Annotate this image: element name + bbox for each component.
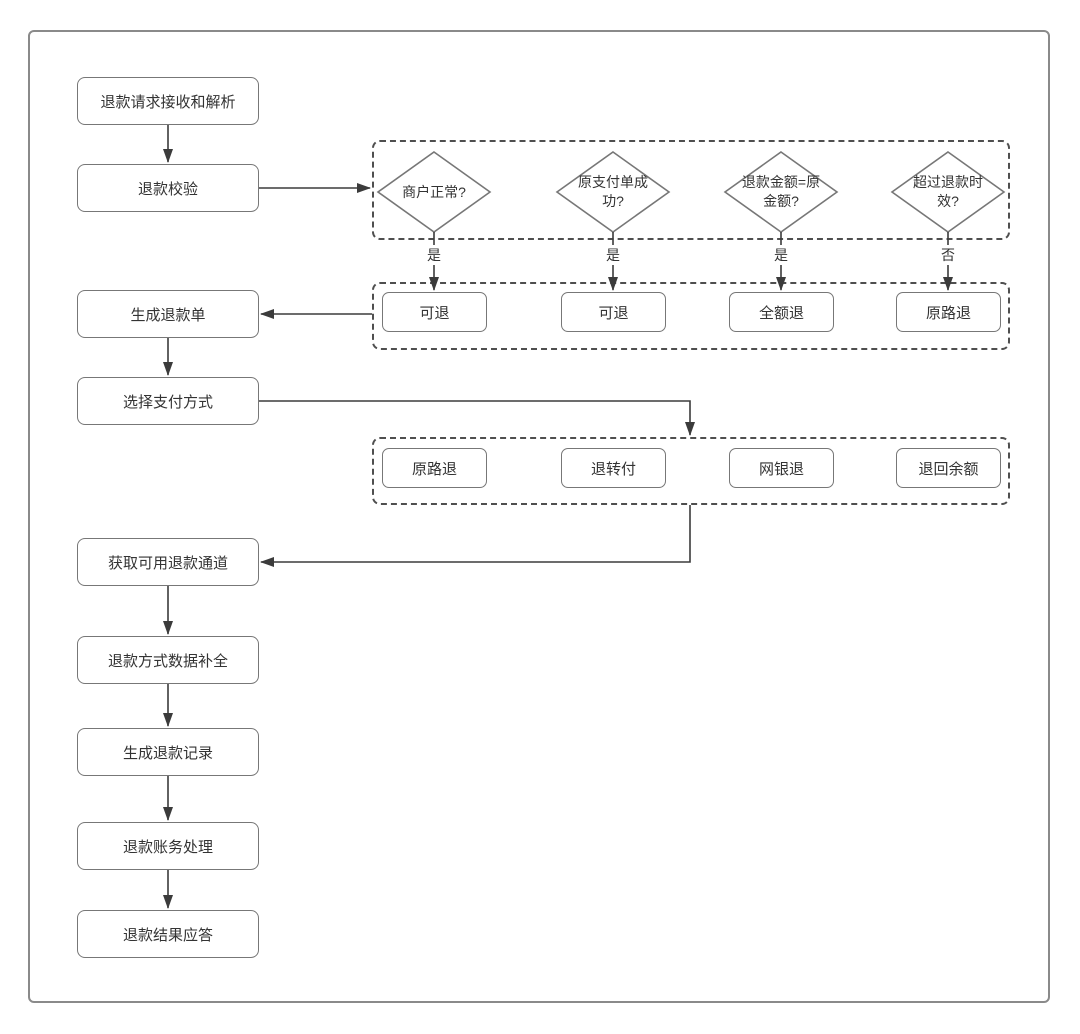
payment-methods-container [372,437,1010,505]
edge-methods-to-get-channels [260,505,691,567]
decision-label-amount-equal: 退款金额=原金额? [741,174,821,209]
result-box-refundable-2: 可退 [561,292,666,332]
step-select-payment-method: 选择支付方式 [77,377,259,425]
branch-label-yes-1: 是 [422,245,446,265]
branch-label-no-4: 否 [936,245,960,265]
step-refund-accounting: 退款账务处理 [77,822,259,870]
step-refund-data-completion: 退款方式数据补全 [77,636,259,684]
decision-label-merchant-normal: 商户正常? [402,183,466,200]
step-refund-validation: 退款校验 [77,164,259,212]
check-results-container [372,282,1010,350]
result-box-original-path: 原路退 [896,292,1001,332]
method-box-refund-to-balance: 退回余额 [896,448,1001,488]
method-box-original-path-refund: 原路退 [382,448,487,488]
method-box-refund-transfer: 退转付 [561,448,666,488]
branch-label-yes-2: 是 [601,245,625,265]
validation-checks-container [372,140,1010,240]
step-get-refund-channels: 获取可用退款通道 [77,538,259,586]
branch-label-yes-3: 是 [769,245,793,265]
method-box-online-bank-refund: 网银退 [729,448,834,488]
result-box-full-refund: 全额退 [729,292,834,332]
step-refund-result-response: 退款结果应答 [77,910,259,958]
step-create-refund-record: 生成退款记录 [77,728,259,776]
step-create-refund-order: 生成退款单 [77,290,259,338]
decision-diamonds [376,151,1006,233]
result-box-refundable-1: 可退 [382,292,487,332]
edge-select-method-to-methods [259,400,695,436]
decision-label-refund-expired: 超过退款时效? [913,174,983,209]
step-refund-request-parse: 退款请求接收和解析 [77,77,259,125]
connector-edges [163,125,953,909]
decision-label-original-payment-success: 原支付单成功? [578,174,648,209]
